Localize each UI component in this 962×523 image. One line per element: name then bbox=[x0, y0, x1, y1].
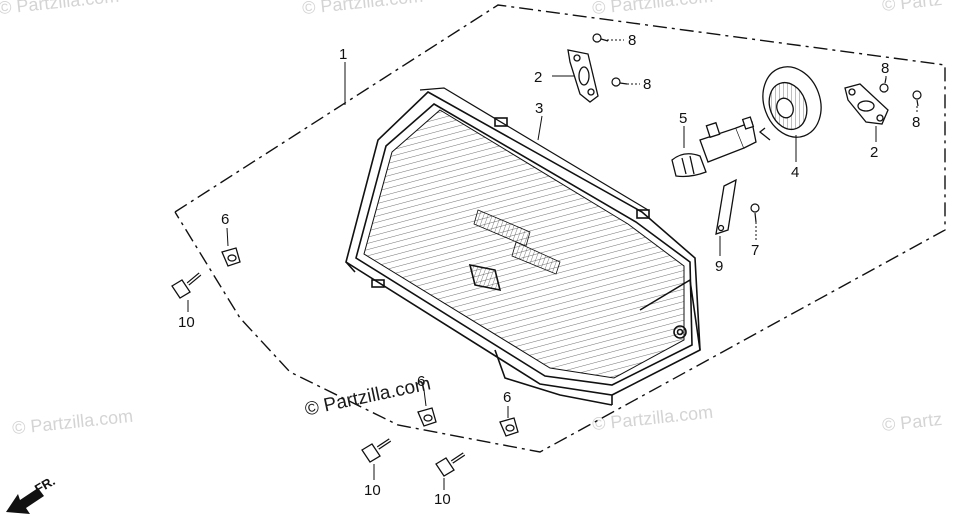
callout-6-a: 6 bbox=[221, 211, 229, 228]
callout-1: 1 bbox=[339, 46, 347, 63]
front-direction-arrow-icon bbox=[6, 488, 44, 514]
headlight-housing bbox=[345, 87, 701, 406]
callout-10-c: 10 bbox=[434, 491, 451, 508]
callout-2-left: 2 bbox=[534, 69, 542, 86]
leader-lines bbox=[187, 39, 918, 490]
callout-10-b: 10 bbox=[364, 482, 381, 499]
grommet-6a bbox=[221, 247, 241, 267]
callout-9: 9 bbox=[715, 258, 723, 275]
plate-bracket-right bbox=[844, 83, 889, 125]
screw-8c bbox=[879, 77, 889, 93]
callout-7: 7 bbox=[751, 242, 759, 259]
callout-8-b: 8 bbox=[643, 76, 651, 93]
callout-10-a: 10 bbox=[178, 314, 195, 331]
screw-7 bbox=[750, 203, 760, 223]
bolt-10c bbox=[435, 452, 466, 477]
bolt-10a bbox=[171, 272, 202, 299]
callout-6-b: 6 bbox=[417, 373, 425, 390]
bolt-10b bbox=[361, 438, 392, 463]
screw-8b bbox=[611, 77, 628, 87]
callout-6-c: 6 bbox=[503, 389, 511, 406]
callout-8-c: 8 bbox=[881, 60, 889, 77]
callout-3: 3 bbox=[535, 100, 543, 117]
plate-bracket-left bbox=[567, 49, 599, 103]
screw-8a bbox=[592, 33, 609, 43]
callout-4: 4 bbox=[791, 164, 799, 181]
callout-8-d: 8 bbox=[912, 114, 920, 131]
headlight-bulb bbox=[671, 116, 757, 178]
socket-cover bbox=[758, 66, 822, 141]
bracket bbox=[715, 178, 737, 235]
callout-8-a: 8 bbox=[628, 32, 636, 49]
assembly-boundary bbox=[174, 4, 946, 453]
callout-5: 5 bbox=[679, 110, 687, 127]
grommet-6b bbox=[417, 407, 437, 427]
grommet-6c bbox=[499, 417, 519, 437]
screw-8d bbox=[912, 90, 922, 107]
callout-2-right: 2 bbox=[870, 144, 878, 161]
